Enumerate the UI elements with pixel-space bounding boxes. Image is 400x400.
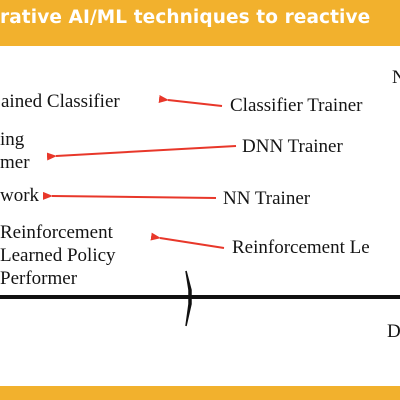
rl-trainer-label: Reinforcement Le [232, 237, 370, 258]
rl-performer-label-line3: Performer [0, 268, 78, 289]
timeline-right-fragment: D [387, 321, 400, 342]
top-right-fragment: N [392, 67, 400, 88]
arrow-dnn [46, 145, 237, 161]
rl-performer-label-line2: Learned Policy [0, 245, 116, 266]
arrow-reinforcement [150, 232, 225, 249]
timeline-tick [185, 270, 192, 327]
arrow-classifier [158, 95, 223, 107]
header-title: rative AI/ML techniques to reactive [0, 7, 371, 28]
classifier-trainer-label: Classifier Trainer [230, 95, 363, 116]
classifier-performer-label: ained Classifier [1, 91, 120, 112]
rl-performer-label-line1: Reinforcement [0, 222, 113, 243]
dnn-performer-label-line1: ing [0, 129, 25, 150]
header-banner: rative AI/ML techniques to reactive [0, 0, 400, 46]
arrow-nn [42, 191, 217, 200]
dnn-performer-label-line2: mer [0, 152, 30, 173]
footer-banner [0, 386, 400, 400]
nn-trainer-label: NN Trainer [223, 188, 311, 209]
dnn-trainer-label: DNN Trainer [242, 136, 343, 157]
nn-performer-label: work [0, 185, 40, 206]
